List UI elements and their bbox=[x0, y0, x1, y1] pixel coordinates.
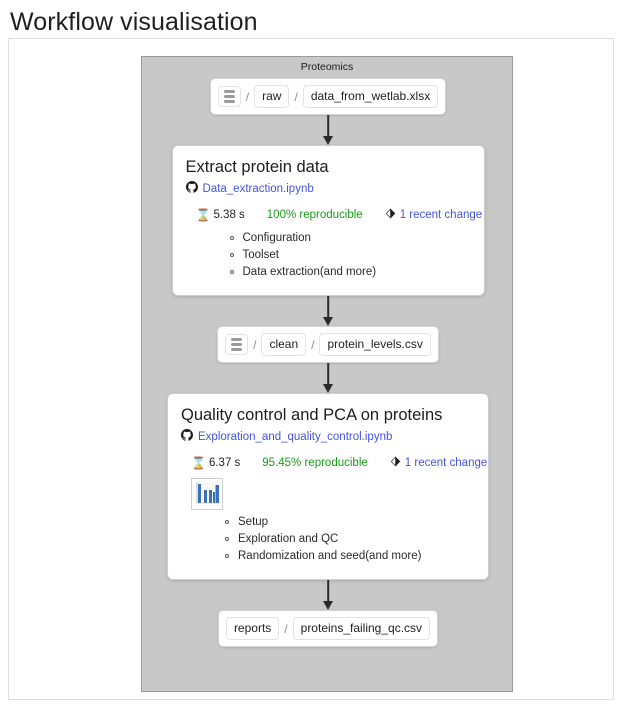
edge-line bbox=[327, 580, 329, 603]
output-file-node-wrapper: reports / proteins_failing_qc.csv bbox=[142, 610, 514, 647]
list-item: Toolset bbox=[229, 247, 471, 264]
process-title: Extract protein data bbox=[185, 158, 329, 176]
reproducibility-metric: 100% reproducible bbox=[266, 209, 363, 221]
process-title: Quality control and PCA on proteins bbox=[181, 406, 443, 424]
list-item: Setup bbox=[225, 514, 475, 531]
path-separator: / bbox=[245, 89, 250, 104]
recent-changes-metric[interactable]: 1 recent change bbox=[385, 208, 482, 222]
edge-arrow bbox=[142, 296, 514, 326]
cluster-label: Proteomics bbox=[300, 61, 354, 73]
path-separator: / bbox=[311, 337, 315, 352]
process-node-extract-protein-data[interactable]: Extract protein data Data_extraction.ipy… bbox=[171, 145, 485, 296]
edge-arrow bbox=[142, 363, 514, 393]
recent-changes-metric[interactable]: 1 recent change bbox=[390, 456, 487, 470]
path-segment-file[interactable]: data_from_wetlab.xlsx bbox=[302, 85, 439, 108]
cluster-proteomics: Proteomics / raw / data_from_wetlab.xlsx bbox=[141, 56, 513, 692]
runtime-metric: ⌛ 6.37 s bbox=[191, 457, 240, 469]
workflow-flow: / raw / data_from_wetlab.xlsx Extract pr… bbox=[142, 78, 514, 647]
path-segment-file[interactable]: proteins_failing_qc.csv bbox=[292, 617, 431, 640]
edge-line bbox=[327, 363, 329, 386]
database-icon-segment bbox=[225, 334, 249, 355]
path-segment-folder[interactable]: raw bbox=[254, 85, 290, 108]
step-one-wrapper: Extract protein data Data_extraction.ipy… bbox=[142, 145, 514, 296]
edge-arrowhead bbox=[323, 601, 333, 610]
section-list: Setup Exploration and QC Randomization a… bbox=[181, 514, 475, 565]
step-two-wrapper: Quality control and PCA on proteins Expl… bbox=[142, 393, 514, 580]
edge-arrow bbox=[142, 115, 514, 145]
edge-arrowhead bbox=[323, 136, 333, 145]
edge-line bbox=[327, 115, 329, 138]
runtime-metric: ⌛ 5.38 s bbox=[196, 209, 245, 221]
path-segment-file[interactable]: protein_levels.csv bbox=[319, 333, 431, 356]
github-icon bbox=[185, 180, 198, 198]
page-title: Workflow visualisation bbox=[10, 8, 258, 36]
edge-line bbox=[327, 296, 329, 319]
input-file-node-wrapper: / raw / data_from_wetlab.xlsx bbox=[142, 78, 514, 115]
notebook-link-row[interactable]: Exploration_and_quality_control.ipynb bbox=[181, 428, 475, 446]
edge-arrowhead bbox=[323, 384, 333, 393]
hourglass-icon: ⌛ bbox=[191, 456, 206, 470]
github-icon bbox=[181, 428, 193, 446]
output-file-node[interactable]: reports / proteins_failing_qc.csv bbox=[217, 610, 439, 647]
metrics-row: ⌛ 5.38 s 100% reproducible 1 recent chan… bbox=[196, 208, 482, 222]
intermediate-file-node-wrapper: / clean / protein_levels.csv bbox=[142, 326, 514, 363]
notebook-link-row[interactable]: Data_extraction.ipynb bbox=[185, 180, 471, 198]
hourglass-icon: ⌛ bbox=[195, 208, 211, 222]
section-list: Configuration Toolset Data extraction(an… bbox=[186, 230, 471, 281]
path-segment-folder[interactable]: clean bbox=[261, 333, 307, 356]
path-separator: / bbox=[294, 89, 298, 104]
list-item: Data extraction(and more) bbox=[229, 264, 471, 281]
database-icon bbox=[223, 90, 235, 103]
bar-chart-thumbnail[interactable] bbox=[191, 478, 223, 510]
runtime-value: 5.38 s bbox=[213, 209, 245, 221]
notebook-link[interactable]: Data_extraction.ipynb bbox=[202, 183, 314, 195]
intermediate-file-node[interactable]: / clean / protein_levels.csv bbox=[217, 326, 439, 363]
process-node-quality-control-pca[interactable]: Quality control and PCA on proteins Expl… bbox=[167, 393, 489, 580]
reproducibility-metric: 95.45% reproducible bbox=[262, 457, 368, 469]
recent-changes-text: 1 recent change bbox=[404, 457, 488, 469]
notebook-link[interactable]: Exploration_and_quality_control.ipynb bbox=[198, 431, 393, 443]
metrics-row: ⌛ 6.37 s 95.45% reproducible 1 recent ch… bbox=[191, 456, 487, 470]
edge-arrowhead bbox=[323, 317, 333, 326]
git-diff-icon bbox=[385, 208, 396, 222]
edge-arrow bbox=[142, 580, 514, 610]
list-item: Randomization and seed(and more) bbox=[225, 548, 475, 565]
git-diff-icon bbox=[390, 456, 401, 470]
input-file-node[interactable]: / raw / data_from_wetlab.xlsx bbox=[209, 78, 447, 115]
recent-changes-text: 1 recent change bbox=[399, 209, 483, 221]
path-segment-folder[interactable]: reports bbox=[225, 617, 280, 640]
runtime-value: 6.37 s bbox=[208, 457, 241, 469]
path-separator: / bbox=[253, 337, 257, 352]
database-icon bbox=[231, 338, 243, 351]
list-item: Exploration and QC bbox=[225, 531, 475, 548]
workflow-visualisation-card: Proteomics / raw / data_from_wetlab.xlsx bbox=[8, 38, 614, 700]
list-item: Configuration bbox=[229, 230, 471, 247]
database-icon-segment bbox=[217, 86, 241, 107]
path-separator: / bbox=[284, 621, 288, 636]
